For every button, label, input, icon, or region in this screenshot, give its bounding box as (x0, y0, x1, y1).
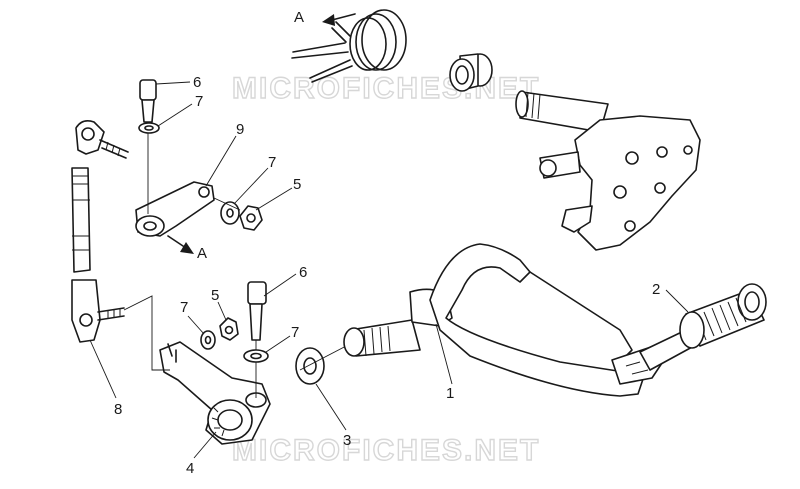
callout-6-upper: 6 (193, 74, 201, 91)
bolt-lower (247, 281, 267, 398)
washer-upper (138, 122, 160, 134)
nut-lower (219, 317, 239, 341)
return-spring (291, 9, 407, 83)
callout-9: 9 (236, 121, 244, 138)
upper-lever (135, 181, 215, 237)
callouts: 6 7 9 7 5 6 7 5 7 2 1 8 3 4 (89, 74, 689, 477)
footpeg (639, 283, 767, 371)
selector-plate (539, 115, 701, 251)
callout-5-lower: 5 (211, 287, 219, 304)
callout-2: 2 (652, 281, 660, 298)
bushing (449, 53, 493, 92)
callout-7-lower-left: 7 (180, 299, 188, 316)
washer-lower-left (200, 330, 216, 350)
washer-lower-right (243, 349, 269, 363)
bolt-upper (139, 79, 157, 214)
lower-lever (159, 341, 271, 445)
washer-large (295, 347, 325, 385)
arrow-a-top: A (294, 9, 356, 26)
assembly-line-link (123, 295, 170, 371)
assembly-line-upper (213, 197, 241, 211)
nut-right (239, 205, 263, 231)
selector-shaft-assembly (291, 9, 701, 251)
arrow-a-top-label: A (294, 9, 304, 26)
callout-5-right: 5 (293, 176, 301, 193)
watermark-bottom: MICROFICHES.NET (232, 434, 540, 467)
callout-3: 3 (343, 432, 351, 449)
linkage-rod-assembly (71, 120, 129, 343)
gear-pedal (343, 243, 665, 397)
callout-1: 1 (446, 385, 454, 402)
callout-7-right: 7 (268, 154, 276, 171)
arrow-a-mid: A (167, 235, 207, 262)
callout-7-lower-right: 7 (291, 324, 299, 341)
callout-7-upper: 7 (195, 93, 203, 110)
callout-4: 4 (186, 460, 194, 477)
watermark-top: MICROFICHES.NET (232, 72, 540, 105)
callout-8: 8 (114, 401, 122, 418)
assembly-line-washer (299, 343, 351, 371)
arrow-a-mid-label: A (197, 245, 207, 262)
callout-6-lower: 6 (299, 264, 307, 281)
